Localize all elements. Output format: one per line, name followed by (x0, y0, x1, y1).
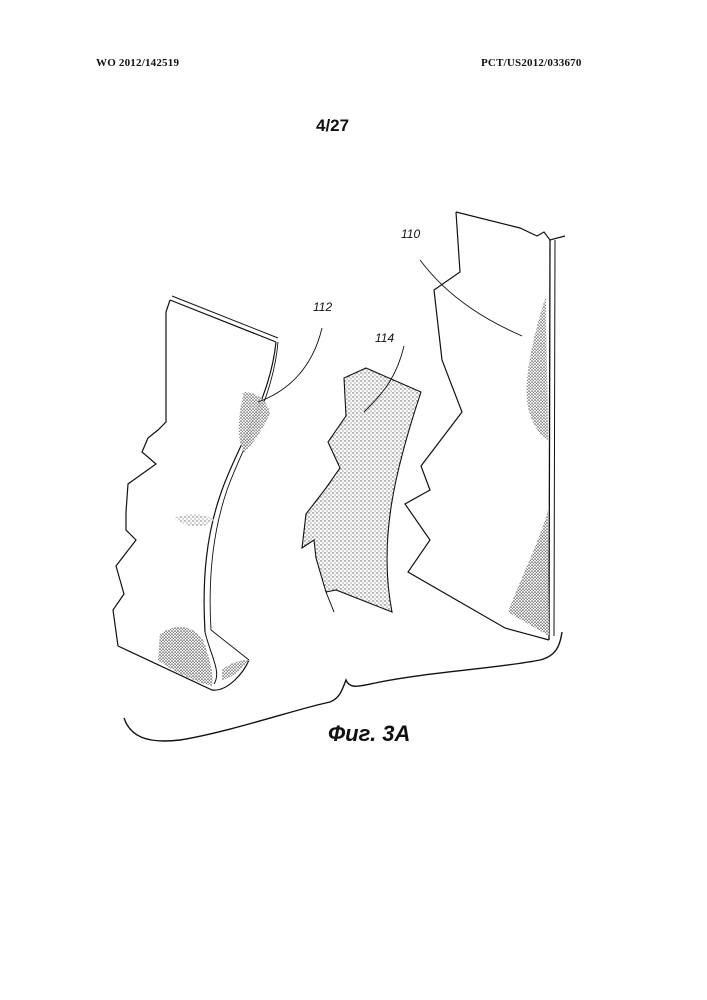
panel-114 (302, 346, 421, 612)
figure-caption: Фиг. 3А (328, 721, 410, 746)
panel-112 (113, 296, 322, 690)
panel-110 (405, 212, 565, 640)
reference-label-114: 114 (375, 331, 394, 345)
reference-label-112: 112 (313, 300, 332, 314)
reference-label-110: 110 (401, 227, 420, 241)
